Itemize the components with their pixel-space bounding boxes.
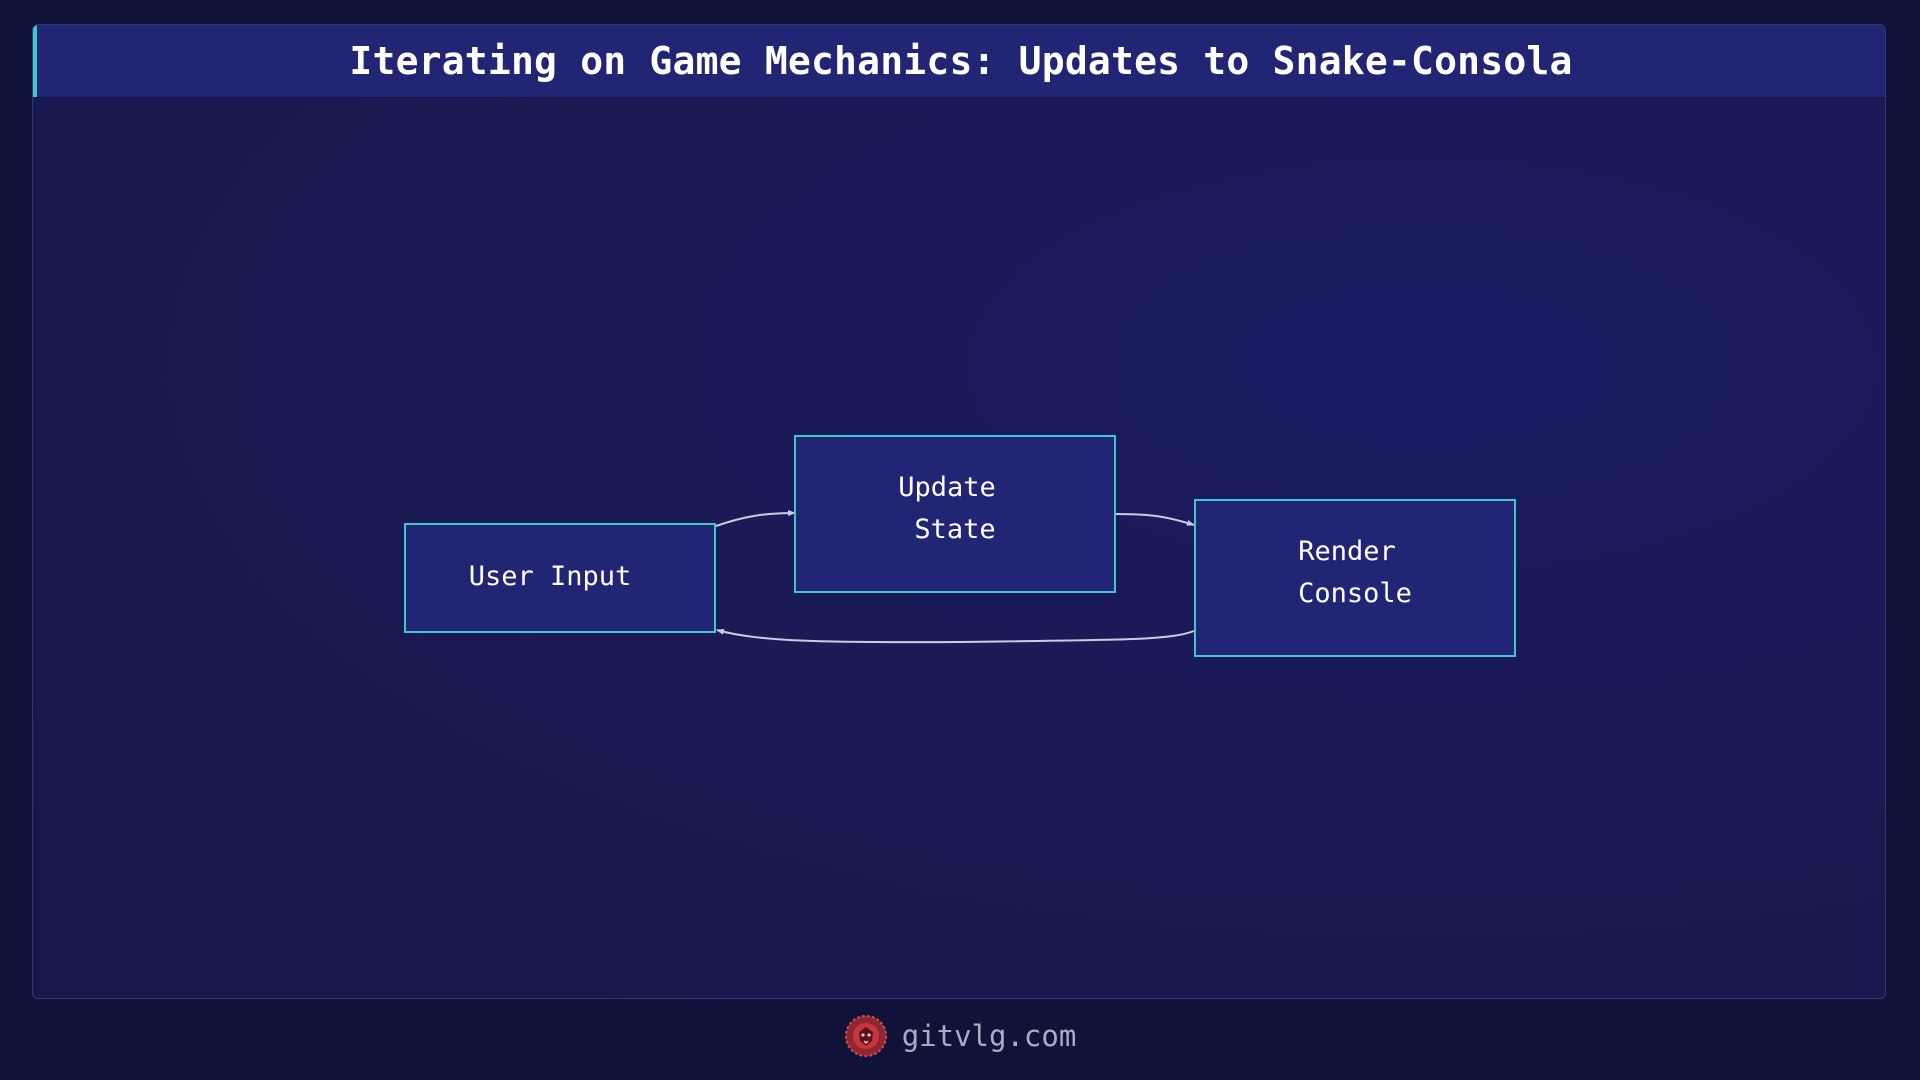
node-render-console-label-line-1: Render xyxy=(1298,536,1396,567)
node-update-state-label-line-1: Update xyxy=(898,472,996,503)
node-user-input: User Input xyxy=(404,523,716,633)
footer: gitvlg.com xyxy=(0,1010,1920,1062)
diagram-panel: Iterating on Game Mechanics: Updates to … xyxy=(32,24,1886,999)
lion-head-icon xyxy=(844,1015,887,1057)
node-render-console: Render Console xyxy=(1194,499,1516,657)
edge-user-input-to-update-state xyxy=(715,510,796,527)
node-update-state-label-line-2: State xyxy=(914,514,995,545)
page-title: Iterating on Game Mechanics: Updates to … xyxy=(349,39,1573,83)
node-render-console-label-line-2: Console xyxy=(1298,578,1412,609)
edge-render-console-to-user-input xyxy=(716,629,1195,644)
edge-update-state-to-render-console xyxy=(1115,513,1195,526)
footer-site-link[interactable]: gitvlg.com xyxy=(901,1019,1077,1053)
node-user-input-label: User Input xyxy=(469,561,632,592)
node-update-state: Update State xyxy=(794,435,1116,593)
title-bar: Iterating on Game Mechanics: Updates to … xyxy=(33,25,1885,97)
